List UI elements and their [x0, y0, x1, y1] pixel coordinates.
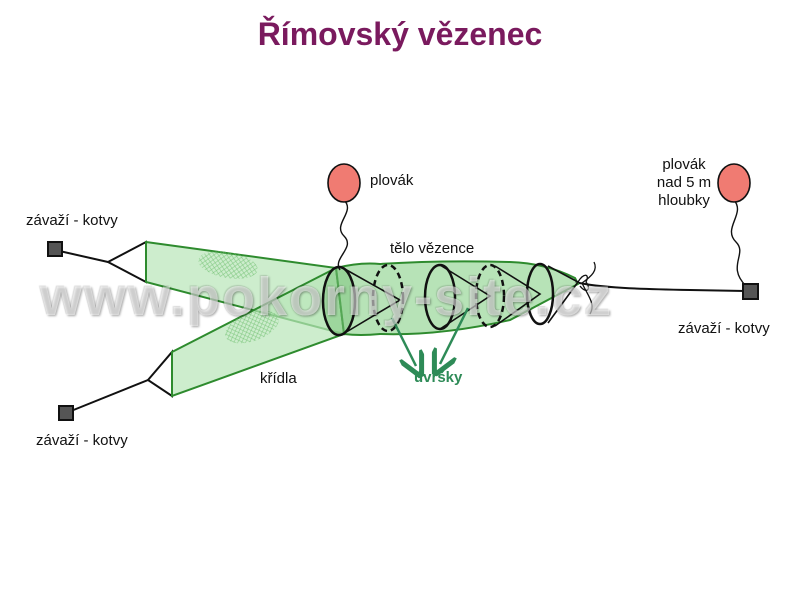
watermark: www.pokorny-site.cz — [40, 267, 614, 327]
anchor-lines — [54, 249, 746, 414]
hoop-4 — [474, 263, 506, 329]
funnel-2 — [439, 264, 492, 330]
hoop-2 — [371, 263, 405, 333]
tie-knot — [577, 261, 596, 315]
weight-top-left — [47, 241, 63, 257]
bridle-bottom — [146, 349, 173, 398]
funnel-3 — [494, 265, 542, 327]
funnel-1 — [342, 267, 402, 335]
anchor-line-bottom-left — [65, 379, 149, 414]
mesh-patch-upper — [198, 251, 258, 279]
label-float-right: plovák nad 5 m hloubky — [636, 156, 732, 210]
weight-bottom-left — [58, 405, 74, 421]
float-right-line — [730, 199, 747, 287]
label-wings: křídla — [260, 370, 297, 387]
float-left — [327, 163, 361, 271]
weight-right — [742, 283, 759, 300]
float-left-ball — [327, 163, 361, 203]
page-title: Římovský vězenec — [257, 16, 543, 52]
float-left-line — [337, 199, 349, 271]
label-float-right-line1: plovák — [662, 156, 706, 173]
hoop-5 — [525, 262, 555, 326]
label-float-left: plovák — [370, 172, 414, 189]
bridles — [105, 240, 173, 398]
throat-arrow-1 — [390, 317, 416, 366]
anchor-line-right — [574, 281, 746, 292]
throat-arrows — [390, 307, 470, 366]
anchor-line-top-left — [54, 249, 109, 263]
mesh-patch-lower — [225, 310, 279, 344]
label-weights-top-left: závaží - kotvy — [26, 212, 118, 229]
label-float-right-line3: hloubky — [658, 192, 710, 209]
float-right — [717, 163, 751, 287]
throat-arrow-2 — [440, 307, 470, 364]
label-throats: úvršky — [414, 369, 463, 386]
trap-body — [321, 260, 596, 337]
label-weights-bottom-left: závaží - kotvy — [36, 432, 128, 449]
float-right-ball — [717, 163, 751, 203]
label-trap-body: tělo vězence — [390, 240, 475, 257]
label-float-right-line2: nad 5 m — [656, 174, 712, 191]
label-weights-right: závaží - kotvy — [678, 320, 770, 337]
weights — [47, 241, 759, 421]
